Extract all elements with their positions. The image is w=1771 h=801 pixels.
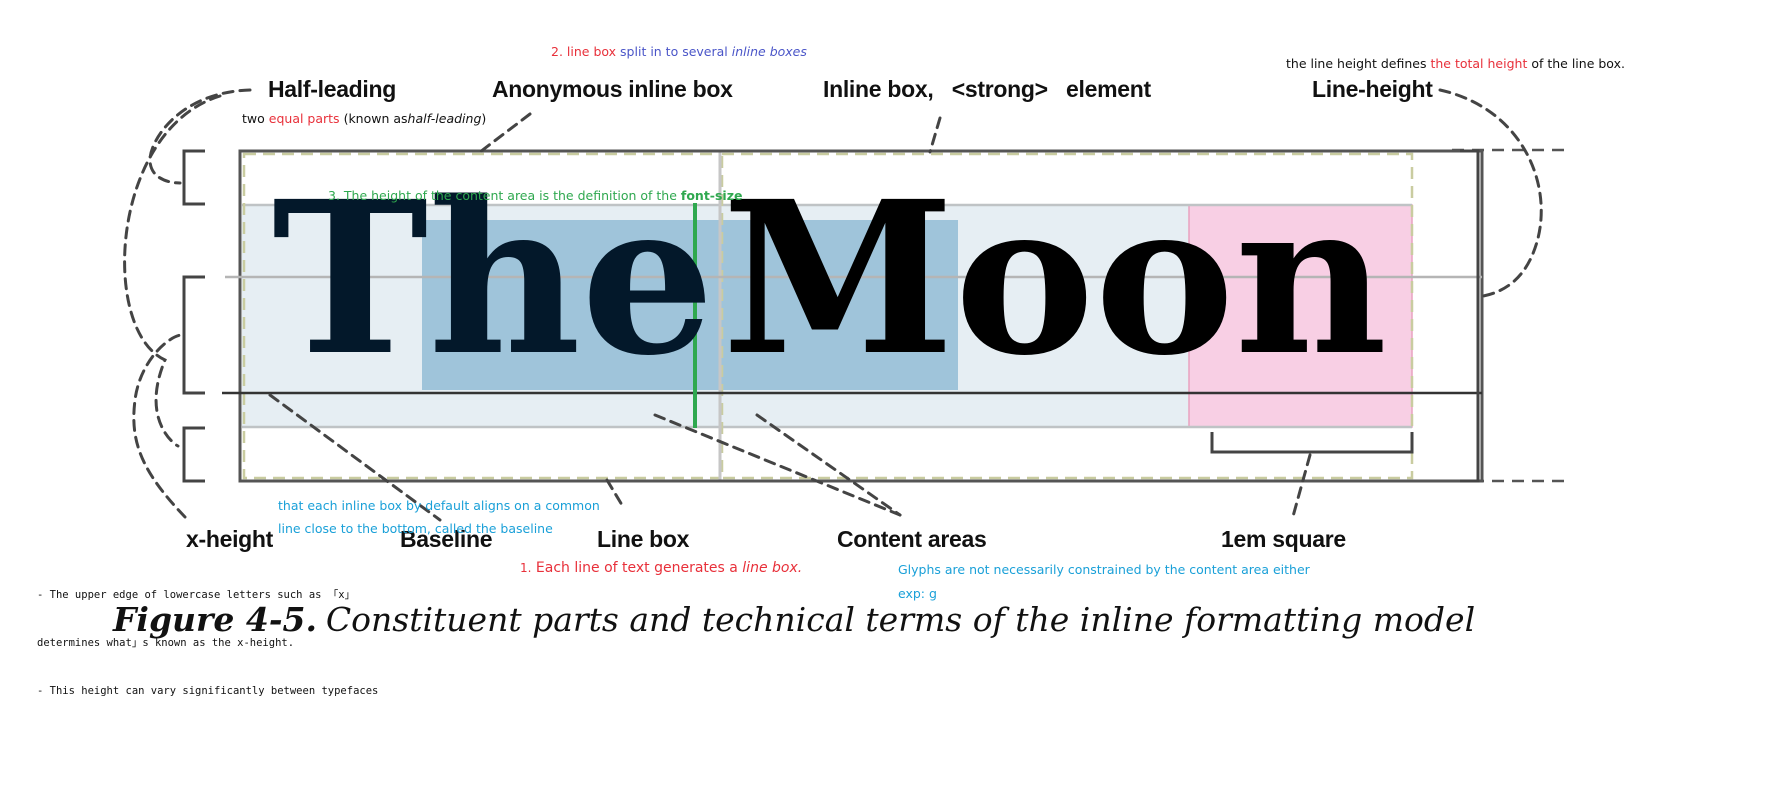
note-2-number: 2. [551,44,563,59]
em-square-bracket [1210,432,1414,454]
note-baseline-line2: line close to the bottom, called the bas… [278,521,553,536]
note-1-b: line box. [742,560,803,576]
figure-number: Figure 4-5. [113,600,318,639]
note-glyphs-line1: Glyphs are not necessarily constrained b… [898,562,1310,577]
strong-inline-box [720,152,1414,480]
baseline-leader [268,393,442,522]
label-inline-box-a: Inline box, [823,76,934,102]
content-areas-leader-a [653,413,902,517]
em-square-leader [1290,453,1312,522]
half-leading-top-bracket [182,149,205,206]
note-half-leading-def: two equal parts (known ashalf-leading) [242,111,486,126]
figure-caption: Figure 4-5. Constituent parts and techni… [113,600,1475,639]
anonymous-inline-box-leader [478,112,532,154]
x-height-leader [132,333,187,519]
word-the: The [272,155,715,402]
content-areas-leader-b [755,413,902,517]
note-1-number: 1. [520,561,532,575]
note-glyphs-def: Glyphs are not necessarily constrained b… [898,558,1310,606]
note-xh-line3: - This height can vary significantly bet… [37,685,379,697]
note-lh-b: the total height [1430,56,1528,71]
note-lh-c: of the line box. [1531,56,1625,71]
label-line-box: Line box [597,526,690,552]
line-height-leader [1438,88,1543,299]
half-leading-bottom-bracket [182,426,205,483]
label-baseline: Baseline [400,526,493,552]
label-inline-box-c: element [1066,76,1151,102]
note-line-box-def: 1. Each line of text generates a line bo… [520,560,802,576]
note-lh-a: the line height defines [1286,56,1427,71]
inline-box-leader [928,116,942,154]
label-anonymous-inline-box: Anonymous inline box [492,76,733,102]
note-ca-b: font-size [680,188,743,203]
label-em-square: 1em square [1221,526,1346,552]
note-hl-e: ) [481,111,487,126]
note-x-height-def: - The upper edge of lowercase letters su… [37,555,378,715]
line-height-bracket [1460,149,1480,483]
word-moon: Moon [722,155,1388,402]
note-2-b: split in to several [620,44,728,59]
note-ca-a: 3. The height of the content area is the… [328,188,677,203]
half-leading-leader-long [123,94,222,448]
note-line-box-split: 2. line box split in to several inline b… [551,44,807,59]
note-line-height-def: the line height defines the total height… [1286,56,1625,71]
label-content-areas: Content areas [837,526,987,552]
label-half-leading: Half-leading [268,76,397,102]
note-baseline-def: that each inline box by default aligns o… [278,494,600,540]
note-content-area-def: 3. The height of the content area is the… [328,188,742,203]
figure-caption-text: Constituent parts and technical terms of… [325,600,1476,639]
note-2-c: inline boxes [731,44,807,59]
label-line-height: Line-height [1312,76,1433,102]
note-1-a: Each line of text generates a [535,560,738,576]
x-height-bracket [182,275,205,395]
note-hl-a: two [242,111,265,126]
label-inline-box-b: <strong> [951,76,1048,102]
note-xh-line1: - The upper edge of lowercase letters su… [37,589,356,601]
note-2-a: line box [566,44,617,59]
note-hl-b: equal parts [268,111,340,126]
label-x-height: x-height [186,526,274,552]
label-inline-box-element: Inline box, <strong> element [823,76,1151,103]
inline-box-highlight [422,220,958,390]
line-box-outline [238,149,1484,483]
note-baseline-line1: that each inline box by default aligns o… [278,498,600,513]
line-box-leader [605,478,624,507]
note-xh-line2: determines what」s known as the x-height. [37,637,295,649]
note-hl-d: half-leading [407,111,482,126]
note-glyphs-line2: exp: g [898,586,937,601]
note-hl-c: (known as [343,111,408,126]
